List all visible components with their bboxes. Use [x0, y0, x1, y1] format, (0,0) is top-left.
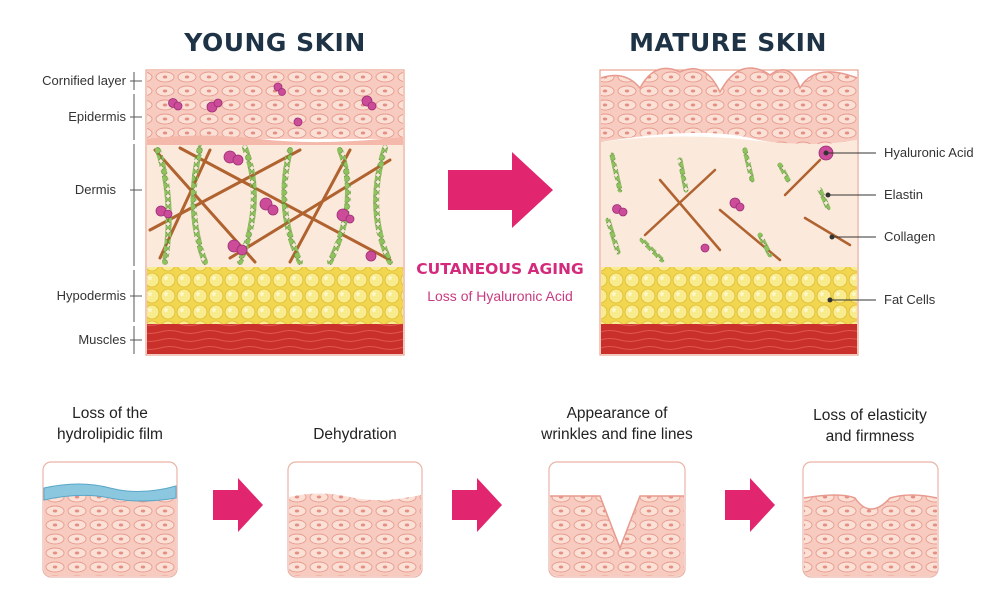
young-skin-title: YOUNG SKIN — [184, 28, 366, 57]
label-hyaluronic-acid: Hyaluronic Acid — [884, 145, 974, 160]
step-arrow-icon — [213, 478, 263, 532]
label-elastin: Elastin — [884, 187, 924, 202]
label-epidermis: Epidermis — [68, 109, 126, 124]
step-arrow-icon — [452, 478, 502, 532]
step-arrow-icon — [725, 478, 775, 532]
component-leaders — [823, 150, 876, 303]
layer-brackets — [130, 72, 142, 354]
label-dermis: Dermis — [74, 182, 116, 197]
label-collagen: Collagen — [884, 229, 936, 244]
label-fat-cells: Fat Cells — [884, 292, 936, 307]
label-muscles: Muscles — [78, 332, 126, 347]
mature-skin-block — [599, 67, 859, 356]
aging-arrow-icon — [448, 152, 553, 228]
step-title-3: Appearance of wrinkles and fine lines — [541, 405, 693, 443]
step-panel-3 — [548, 461, 686, 578]
label-hypodermis: Hypodermis — [56, 288, 126, 303]
cutaneous-aging-title: CUTANEOUS AGING — [416, 260, 584, 278]
cutaneous-aging-subtitle: Loss of Hyaluronic Acid — [427, 288, 573, 304]
step-title-4: Loss of elasticity and firmness — [813, 407, 927, 445]
young-skin-block — [145, 69, 405, 356]
mature-skin-title: MATURE SKIN — [629, 28, 827, 57]
step-panel-2 — [287, 461, 423, 578]
step-panel-4 — [802, 461, 939, 578]
step-title-1: Loss of the hydrolipidic film — [57, 405, 163, 443]
step-title-2: Dehydration — [313, 426, 397, 443]
step-panel-1 — [42, 461, 178, 578]
label-cornified-layer: Cornified layer — [42, 73, 126, 88]
